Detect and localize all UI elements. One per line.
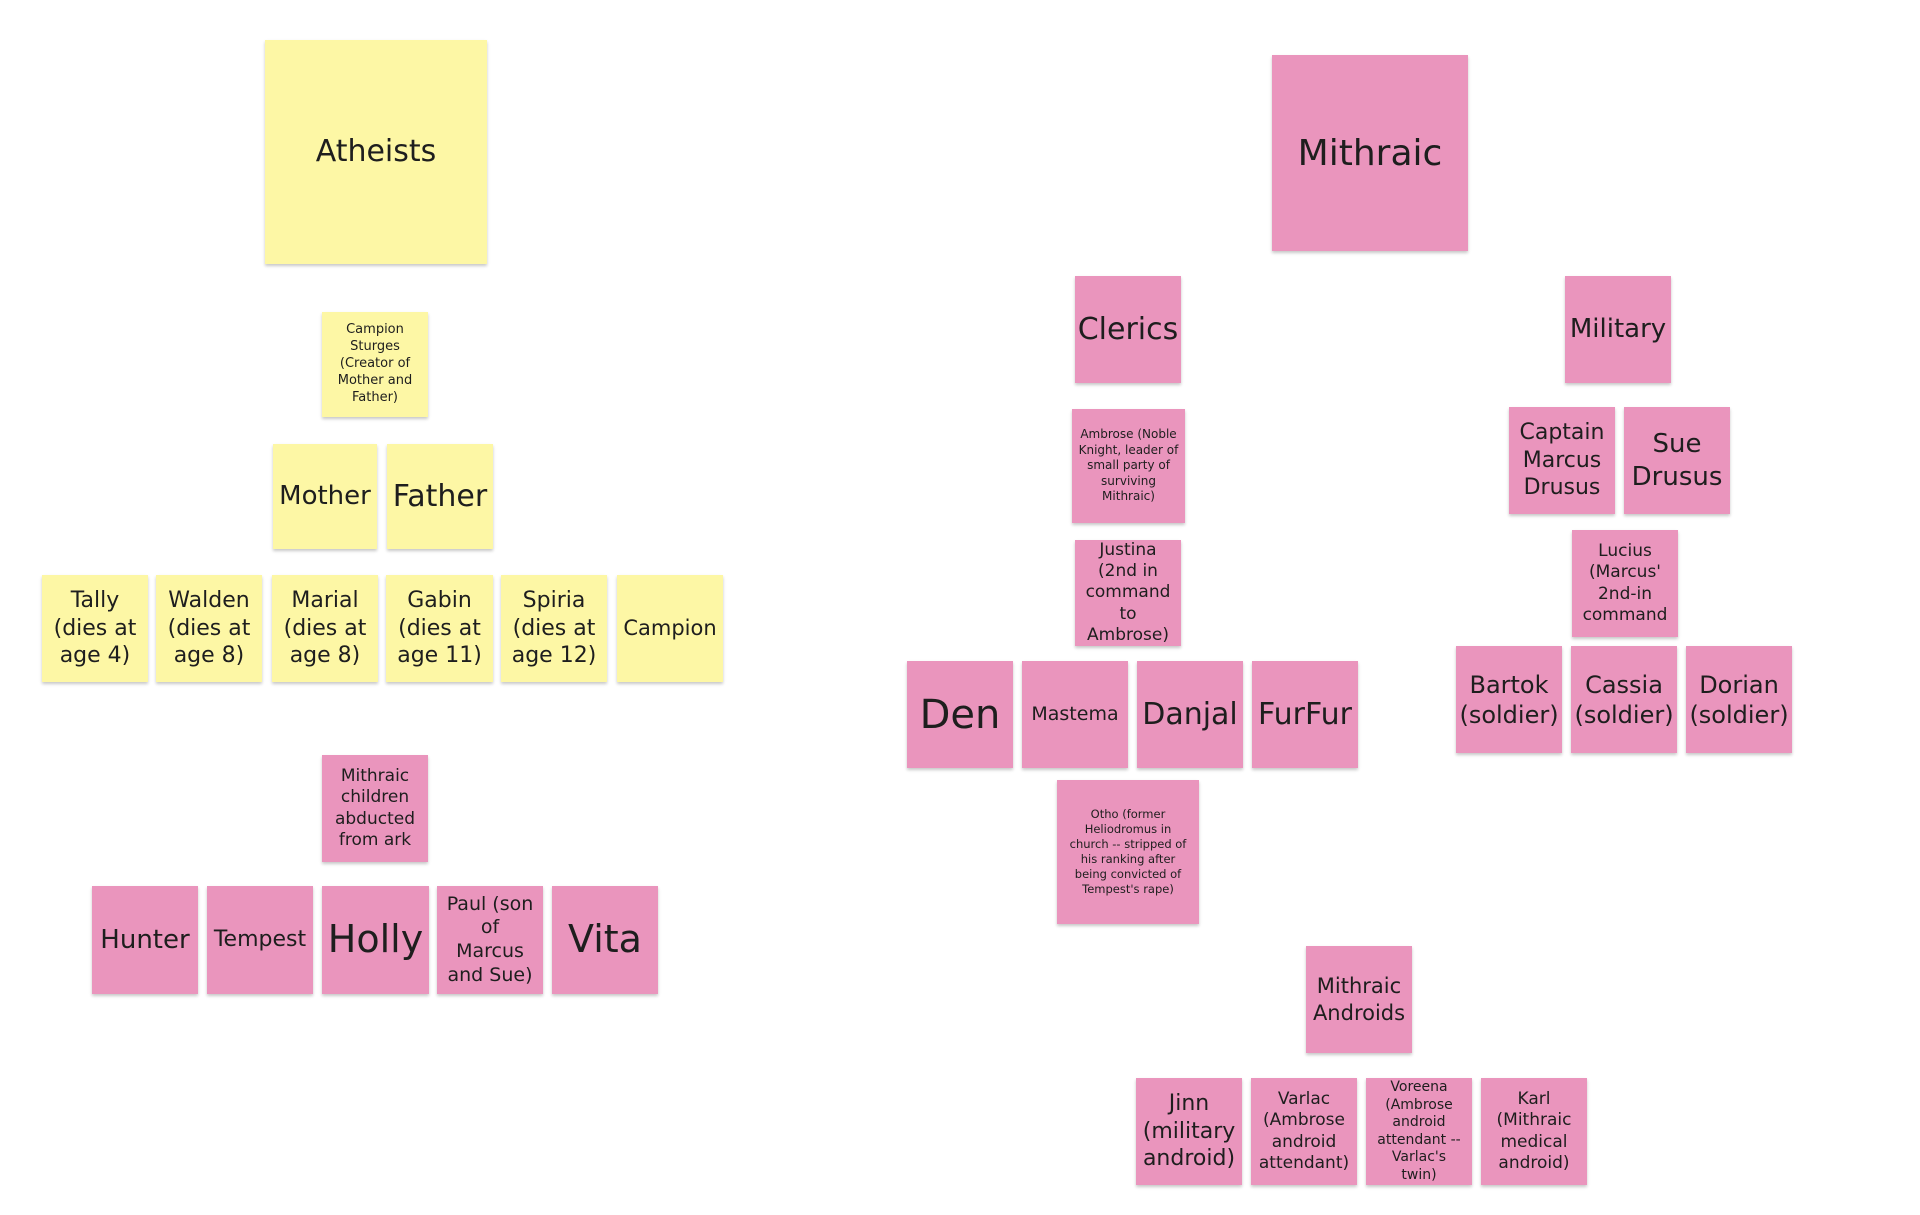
child-walden-note[interactable]: Walden (dies at age 8) bbox=[156, 575, 262, 682]
campion-sturges-note[interactable]: Campion Sturges (Creator of Mother and F… bbox=[322, 312, 428, 417]
child-gabin-label: Gabin (dies at age 11) bbox=[397, 588, 482, 669]
cleric-furfur-label: FurFur bbox=[1258, 696, 1352, 732]
otho-text: Otho (former Heliodromus in church -- st… bbox=[1069, 807, 1187, 896]
child-marial-label: Marial (dies at age 8) bbox=[283, 588, 367, 669]
ambrose-text: Ambrose (Noble Knight, leader of small p… bbox=[1078, 427, 1179, 504]
captain-marcus-note[interactable]: Captain Marcus Drusus bbox=[1509, 407, 1615, 514]
cleric-mastema-label: Mastema bbox=[1031, 702, 1119, 725]
abducted-tempest-note[interactable]: Tempest bbox=[207, 886, 313, 994]
soldier-dorian-label: Dorian (soldier) bbox=[1689, 670, 1789, 729]
android-voreena-label: Voreena (Ambrose android attendant -- Va… bbox=[1377, 1079, 1461, 1183]
mithraic-title-note[interactable]: Mithraic bbox=[1272, 55, 1468, 251]
mithraic-title: Mithraic bbox=[1297, 132, 1443, 174]
justina-note[interactable]: Justina (2nd in command to Ambrose) bbox=[1075, 540, 1181, 646]
campion-sturges-text: Campion Sturges (Creator of Mother and F… bbox=[337, 322, 413, 405]
cleric-den-label: Den bbox=[919, 691, 1001, 738]
soldier-dorian-note[interactable]: Dorian (soldier) bbox=[1686, 646, 1792, 753]
atheists-title-note[interactable]: Atheists bbox=[265, 40, 487, 264]
sue-drusus-note[interactable]: Sue Drusus bbox=[1624, 407, 1730, 514]
abducted-paul-note[interactable]: Paul (son of Marcus and Sue) bbox=[437, 886, 543, 994]
child-marial-note[interactable]: Marial (dies at age 8) bbox=[272, 575, 378, 682]
androids-header-note[interactable]: Mithraic Androids bbox=[1306, 946, 1412, 1053]
soldier-cassia-label: Cassia (soldier) bbox=[1574, 670, 1674, 729]
soldier-bartok-label: Bartok (soldier) bbox=[1459, 670, 1559, 729]
father-label: Father bbox=[392, 478, 488, 514]
cleric-danjal-label: Danjal bbox=[1142, 696, 1238, 732]
lucius-text: Lucius (Marcus' 2nd-in command bbox=[1582, 541, 1668, 625]
mother-label: Mother bbox=[279, 481, 371, 512]
soldier-bartok-note[interactable]: Bartok (soldier) bbox=[1456, 646, 1562, 753]
father-note[interactable]: Father bbox=[387, 444, 493, 549]
abducted-hunter-note[interactable]: Hunter bbox=[92, 886, 198, 994]
child-walden-label: Walden (dies at age 8) bbox=[167, 588, 251, 669]
military-header-note[interactable]: Military bbox=[1565, 276, 1671, 383]
abducted-children-header: Mithraic children abducted from ark bbox=[334, 766, 416, 850]
clerics-header-note[interactable]: Clerics bbox=[1075, 276, 1181, 383]
abducted-hunter-label: Hunter bbox=[100, 924, 190, 955]
sue-drusus-label: Sue Drusus bbox=[1631, 429, 1723, 492]
abducted-vita-label: Vita bbox=[568, 917, 642, 962]
abducted-holly-note[interactable]: Holly bbox=[322, 886, 429, 994]
captain-marcus-label: Captain Marcus Drusus bbox=[1519, 420, 1605, 501]
android-karl-note[interactable]: Karl (Mithraic medical android) bbox=[1481, 1078, 1587, 1185]
child-tally-note[interactable]: Tally (dies at age 4) bbox=[42, 575, 148, 682]
child-tally-label: Tally (dies at age 4) bbox=[53, 588, 137, 669]
military-header: Military bbox=[1569, 314, 1667, 345]
justina-text: Justina (2nd in command to Ambrose) bbox=[1085, 539, 1171, 645]
child-spiria-note[interactable]: Spiria (dies at age 12) bbox=[501, 575, 607, 682]
ambrose-note[interactable]: Ambrose (Noble Knight, leader of small p… bbox=[1072, 409, 1185, 523]
android-varlac-label: Varlac (Ambrose android attendant) bbox=[1258, 1089, 1350, 1173]
abducted-paul-label: Paul (son of Marcus and Sue) bbox=[446, 892, 534, 986]
mother-note[interactable]: Mother bbox=[273, 444, 377, 549]
abducted-children-header-note[interactable]: Mithraic children abducted from ark bbox=[322, 755, 428, 862]
androids-header: Mithraic Androids bbox=[1312, 974, 1406, 1025]
android-jinn-label: Jinn (military android) bbox=[1142, 1091, 1236, 1172]
child-spiria-label: Spiria (dies at age 12) bbox=[511, 588, 597, 669]
cleric-mastema-note[interactable]: Mastema bbox=[1022, 661, 1128, 768]
cleric-furfur-note[interactable]: FurFur bbox=[1252, 661, 1358, 768]
soldier-cassia-note[interactable]: Cassia (soldier) bbox=[1571, 646, 1677, 753]
android-varlac-note[interactable]: Varlac (Ambrose android attendant) bbox=[1251, 1078, 1357, 1185]
android-voreena-note[interactable]: Voreena (Ambrose android attendant -- Va… bbox=[1366, 1078, 1472, 1185]
cleric-den-note[interactable]: Den bbox=[907, 661, 1013, 768]
abducted-tempest-label: Tempest bbox=[213, 927, 307, 953]
child-campion-note[interactable]: Campion bbox=[617, 575, 723, 682]
abducted-vita-note[interactable]: Vita bbox=[552, 886, 658, 994]
android-jinn-note[interactable]: Jinn (military android) bbox=[1136, 1078, 1242, 1185]
child-campion-label: Campion bbox=[623, 616, 717, 641]
abducted-holly-label: Holly bbox=[327, 917, 424, 962]
cleric-danjal-note[interactable]: Danjal bbox=[1137, 661, 1243, 768]
otho-note[interactable]: Otho (former Heliodromus in church -- st… bbox=[1057, 780, 1199, 924]
lucius-note[interactable]: Lucius (Marcus' 2nd-in command bbox=[1572, 530, 1678, 637]
atheists-title: Atheists bbox=[315, 134, 437, 170]
child-gabin-note[interactable]: Gabin (dies at age 11) bbox=[386, 575, 493, 682]
clerics-header: Clerics bbox=[1077, 311, 1179, 347]
android-karl-label: Karl (Mithraic medical android) bbox=[1496, 1089, 1572, 1173]
